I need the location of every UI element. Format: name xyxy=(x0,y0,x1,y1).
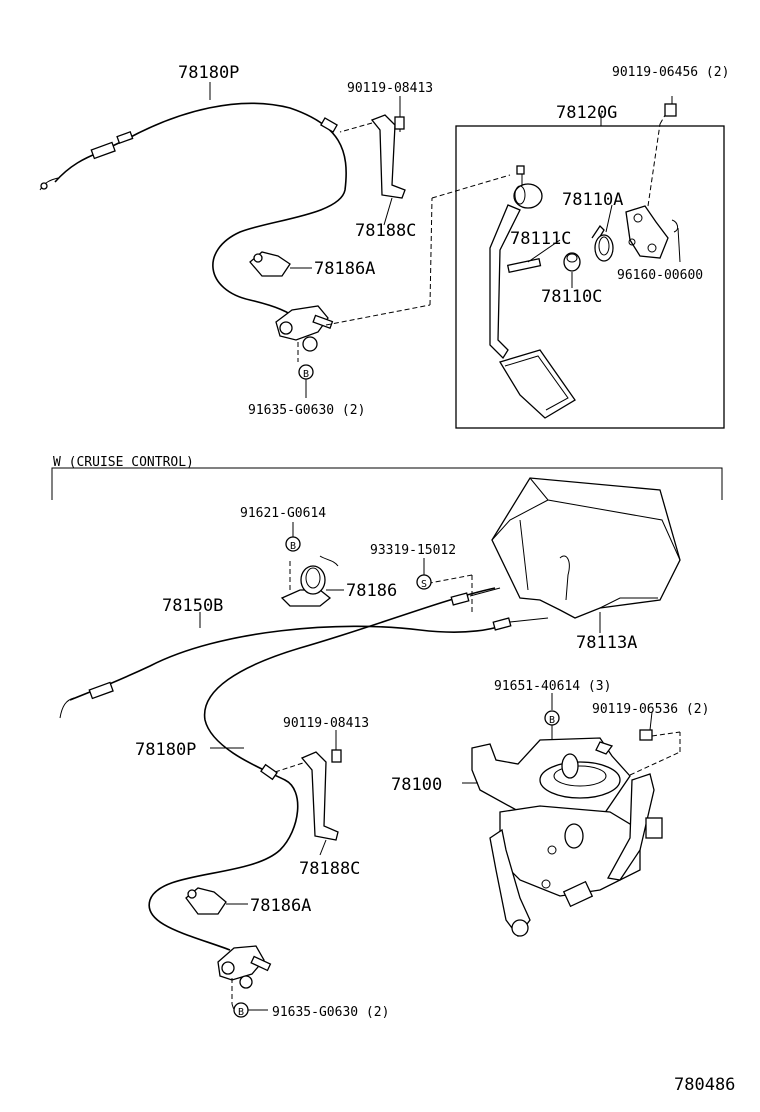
label-90119-06536: 90119-06536 (2) xyxy=(592,702,709,717)
label-90119-08413-bottom: 90119-08413 xyxy=(283,716,369,731)
label-93319-15012: 93319-15012 xyxy=(370,543,456,558)
label-78180P-top: 78180P xyxy=(178,63,239,83)
marker-b-91635-bottom: B xyxy=(233,1002,249,1018)
marker-b-91621-text: B xyxy=(290,541,296,552)
label-78110C: 78110C xyxy=(541,287,602,307)
label-78113A: 78113A xyxy=(576,633,637,653)
marker-b-top-text: B xyxy=(303,369,309,380)
actuator-78100 xyxy=(462,711,681,938)
label-91651-40614: 91651-40614 (3) xyxy=(494,679,611,694)
label-90119-06456: 90119-06456 (2) xyxy=(612,65,729,80)
bracket-78188C-bottom xyxy=(300,730,342,856)
label-91635-G0630-top: 91635-G0630 (2) xyxy=(248,403,365,418)
label-90119-08413-top: 90119-08413 xyxy=(347,81,433,96)
label-91621-G0614: 91621-G0614 xyxy=(240,506,326,521)
label-78111C: 78111C xyxy=(510,229,571,249)
label-78100: 78100 xyxy=(391,775,442,795)
label-78188C-top: 78188C xyxy=(355,221,416,241)
label-78150B: 78150B xyxy=(162,596,223,616)
marker-b-91651: B xyxy=(544,693,560,726)
label-96160-00600: 96160-00600 xyxy=(617,268,703,283)
cable-end-top xyxy=(275,174,511,398)
diagram-id: 780486 xyxy=(674,1075,735,1095)
label-78186: 78186 xyxy=(346,581,397,601)
marker-b-91651-text: B xyxy=(549,715,555,726)
marker-s-93319-text: S xyxy=(421,579,427,590)
top-section: B xyxy=(39,63,729,429)
label-78180P-bottom: 78180P xyxy=(135,740,196,760)
label-78188C-bottom: 78188C xyxy=(299,859,360,879)
cable-78150B xyxy=(59,574,549,719)
spring-78186 xyxy=(280,555,344,607)
label-78186A-bottom: 78186A xyxy=(250,896,311,916)
section-header-cruise-control: W (CRUISE CONTROL) xyxy=(53,455,194,470)
marker-b-91621: B xyxy=(285,522,301,552)
marker-b-top: B xyxy=(298,364,314,380)
pedal-assembly-78120G xyxy=(455,96,725,429)
marker-s-93319: S xyxy=(416,558,432,590)
label-91635-G0630-bottom: 91635-G0630 (2) xyxy=(272,1005,389,1020)
cover-78113A xyxy=(491,477,681,619)
bottom-section: W (CRUISE CONTROL) xyxy=(51,455,723,1020)
clip-78186A-bottom xyxy=(185,887,248,915)
accel-cable-top xyxy=(39,102,347,321)
label-78120G: 78120G xyxy=(556,103,617,123)
clip-78186A-top xyxy=(249,251,312,277)
marker-b-91635-text: B xyxy=(238,1007,244,1018)
accel-cable-bottom xyxy=(148,587,501,951)
label-78186A-top: 78186A xyxy=(314,259,375,279)
bracket-78188C-top xyxy=(339,112,406,199)
label-78110A: 78110A xyxy=(562,190,623,210)
cable-end-bottom xyxy=(217,945,272,1011)
